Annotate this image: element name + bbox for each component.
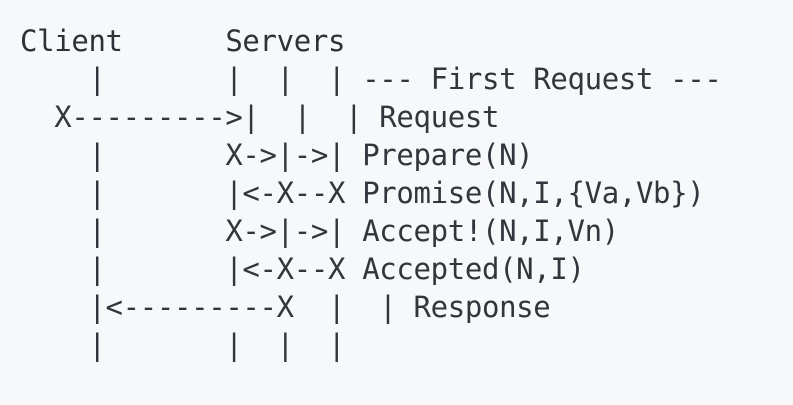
- diagram-line-header: Client Servers: [20, 24, 346, 58]
- diagram-line-client-request: X--------->| | | Request: [20, 100, 500, 134]
- ascii-diagram-canvas: Client Servers | | | | --- First Request…: [20, 22, 722, 364]
- diagram-line-accept: | X->|->| Accept!(N,I,Vn): [20, 214, 619, 248]
- diagram-line-prepare: | X->|->| Prepare(N): [20, 138, 534, 172]
- diagram-line-client-response: |<---------X | | Response: [20, 290, 551, 324]
- diagram-line-lifelines-top: | | | | --- First Request ---: [20, 62, 722, 96]
- diagram-line-accepted: | |<-X--X Accepted(N,I): [20, 252, 585, 286]
- diagram-line-lifelines-bottom: | | | |: [20, 328, 346, 362]
- diagram-line-promise: | |<-X--X Promise(N,I,{Va,Vb}): [20, 176, 705, 210]
